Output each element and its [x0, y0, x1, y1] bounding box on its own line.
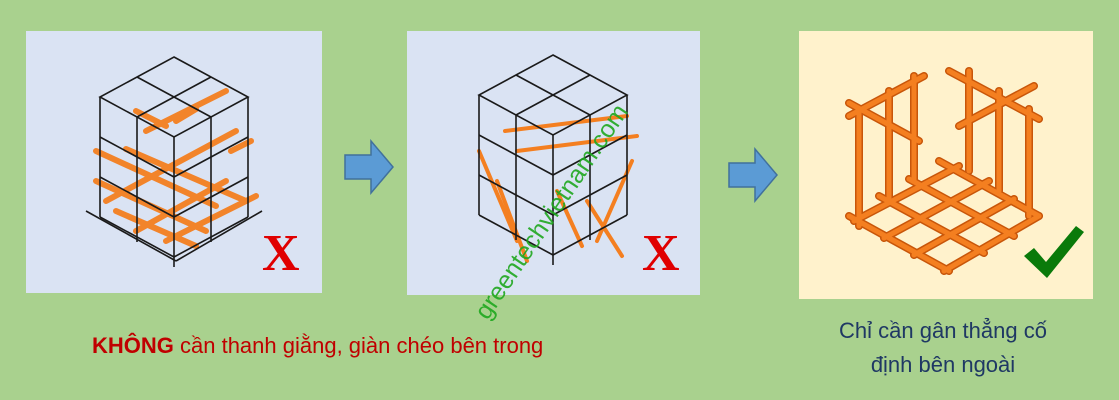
- caption-not-needed-rest: cần thanh giằng, giàn chéo bên trong: [173, 333, 544, 358]
- check-icon: [1020, 222, 1086, 282]
- panel-outer-frame: [799, 31, 1093, 299]
- right-arrow-icon: [343, 139, 395, 195]
- x-mark-icon: X: [262, 225, 300, 282]
- cube-diagonal-braces-illustration: [477, 54, 639, 265]
- cube-internal-grid-illustration: [85, 56, 263, 267]
- caption-outer-frame-line2: định bên ngoài: [870, 352, 1016, 377]
- caption-outer-frame: Chỉ cần gân thẳng cố định bên ngoài: [812, 314, 1074, 382]
- caption-outer-frame-line1: Chỉ cần gân thẳng cố: [839, 318, 1047, 343]
- panel-diagonal-braces: [407, 31, 700, 295]
- x-mark-icon: X: [642, 225, 680, 282]
- panel-internal-grid: [26, 31, 322, 293]
- caption-bold-khong: KHÔNG: [92, 333, 174, 358]
- outer-frame-rebar-illustration: [845, 67, 1043, 275]
- caption-not-needed: KHÔNG cần thanh giằng, giàn chéo bên tro…: [92, 333, 543, 359]
- right-arrow-icon: [727, 147, 779, 203]
